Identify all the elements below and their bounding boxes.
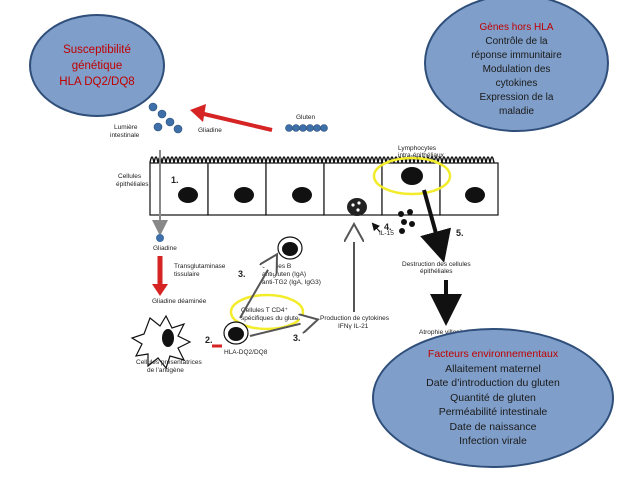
lymphocyte-highlight: [372, 156, 452, 196]
env-line-3: Date d’introduction du gluten: [426, 377, 560, 390]
env-line-5: Perméabilité intestinale: [438, 406, 548, 419]
step-2-label: 2.: [205, 335, 213, 345]
step-4-label: 4.: [384, 222, 392, 232]
env-line-4: Quantité de gluten: [450, 391, 536, 404]
step-3b-label: 3.: [293, 333, 301, 343]
t-cell-nucleus: [228, 327, 244, 341]
genetic-line-3: HLA DQ2/DQ8: [59, 75, 135, 88]
env-line-6: Date de naissance: [449, 420, 537, 433]
destruction-label-1: Destruction des cellules: [402, 261, 471, 268]
genes-line-3: réponse immunitaire: [471, 50, 562, 61]
il15-dots: [398, 209, 415, 234]
step-5-label: 5.: [456, 228, 464, 238]
lumiere-label-2: intestinale: [110, 132, 140, 139]
production-label-2: IFNγ IL-21: [338, 323, 369, 330]
genes-line-7: maladie: [498, 106, 535, 117]
step-1-label: 1.: [171, 175, 179, 185]
b-cell-nucleus: [282, 242, 298, 256]
lymphocyte-cell: [401, 167, 423, 185]
genes-line-2: Contrôle de la: [485, 36, 548, 47]
granules: [351, 201, 361, 212]
arrow-3-to-b: [239, 256, 276, 319]
cpa-label-2: de l’antigène: [147, 367, 184, 374]
red-arrowhead: [190, 104, 206, 122]
apc-nucleus: [162, 329, 174, 347]
cellules-b-label-3: anti-TG2 (IgA, IgG3): [262, 279, 321, 286]
arrow-3-to-cytokines: [249, 320, 316, 337]
lumiere-label-1: Lumière: [114, 124, 138, 131]
cpa-label-1: Cellules présentatrices: [136, 359, 203, 366]
epithelial-layer: [149, 162, 499, 216]
cellules-b-label-1: Cellules B: [262, 263, 291, 270]
genetic-line-2: génétique: [71, 59, 123, 72]
gluten-to-gliadine-arrow: [203, 112, 273, 132]
production-label-1: Production de cytokines: [320, 315, 390, 322]
env-line-2: Allaitement maternel: [445, 362, 541, 375]
lymphocytes-label-1: Lymphocytes: [398, 145, 437, 152]
antigen-presenting-cell: [130, 314, 192, 370]
env-line-1: Facteurs environnementaux: [427, 348, 559, 361]
gliadine-top-label: Gliadine: [198, 127, 222, 134]
lymphocytes-label-2: intra-épithéliaux: [398, 152, 445, 159]
env-line-7: Infection virale: [459, 435, 527, 448]
gluten-chain: [285, 124, 328, 132]
genetic-line-1: Susceptibilité: [63, 43, 131, 56]
genes-line-4: Modulation des: [482, 64, 551, 75]
il15-arrow: [371, 222, 381, 233]
gliadine-deaminee-label: Gliadine déaminée: [152, 298, 207, 305]
cellules-t-label-1: Cellules T CD4⁺: [241, 307, 288, 314]
cellules-b-label-2: antigluten (IgA): [262, 271, 306, 278]
hla-label: HLA-DQ2/DQ8: [224, 349, 268, 356]
non-hla-genes-oval: Gènes hors HLA Contrôle de la réponse im…: [424, 0, 609, 132]
cell-nuclei: [178, 187, 485, 216]
transglutaminase-arrowhead: [152, 284, 168, 296]
genes-line-1: Gènes hors HLA: [479, 22, 554, 33]
destruction-label-2: épithéliales: [420, 268, 453, 275]
transglutaminase-label-2: tissulaire: [174, 271, 200, 278]
gliadine-dot: [156, 234, 164, 242]
transglutaminase-label-1: Transglutaminase: [174, 263, 226, 270]
step-3a-label: 3.: [238, 269, 246, 279]
genes-line-5: cytokines: [495, 78, 538, 89]
il15-label: IL-15: [379, 230, 394, 237]
arrow-5: [420, 189, 452, 263]
cellules-epitheliales-1: Cellules: [118, 173, 142, 180]
gliadine-dots: [148, 102, 183, 134]
cellules-t-label-2: spécifiques du gluten: [241, 315, 302, 322]
cellules-epitheliales-2: épithéliales: [116, 181, 149, 188]
gliadine-label: Gliadine: [153, 245, 177, 252]
t-cell-highlight: [229, 293, 305, 331]
environmental-factors-oval: Facteurs environnementaux Allaitement ma…: [372, 328, 614, 468]
gluten-label: Gluten: [296, 114, 316, 121]
genes-line-6: Expression de la: [479, 92, 554, 103]
genetic-susceptibility-oval: Susceptibilité génétique HLA DQ2/DQ8: [29, 14, 165, 117]
